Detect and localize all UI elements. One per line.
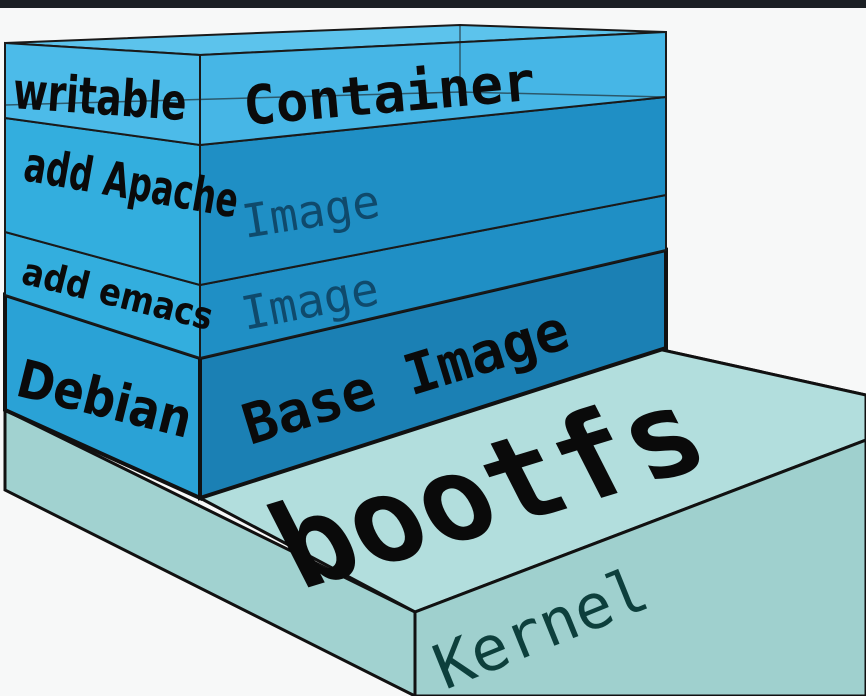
emacs-layer: add emacs Image: [4, 193, 667, 360]
bootfs-left-face: [3, 407, 417, 696]
container-inner-edge-2: [4, 91, 461, 106]
bootfs-layer: bootfs Kernel: [3, 343, 866, 696]
container-inner-edge-3: [459, 91, 667, 98]
top-strip: [0, 0, 866, 8]
container-side-face: [4, 41, 201, 147]
apache-layer: add Apache Image: [4, 95, 667, 287]
bootfs-front-face: [413, 438, 866, 696]
writable-label: writable: [11, 63, 188, 133]
